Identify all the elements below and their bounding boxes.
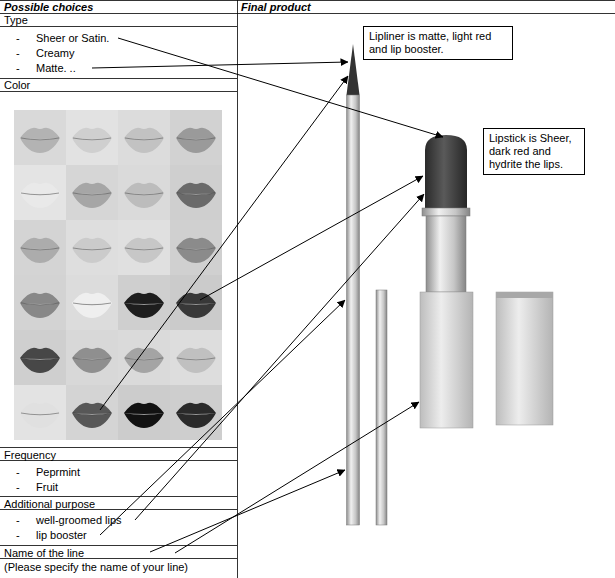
callout-text: Lipliner is matte, light red and lip boo… [369, 30, 507, 56]
choice-item: Fruit [36, 481, 58, 493]
lipstick-illustration [420, 135, 553, 428]
leader-arrow [175, 402, 419, 553]
leader-arrow [150, 470, 345, 552]
callout-box: Lipstick is Sheer, dark red and hydrite … [483, 128, 585, 175]
leader-arrow [100, 300, 345, 535]
list-bullet: - [16, 466, 20, 478]
list-bullet: - [16, 47, 20, 59]
row-label: Frequency [4, 449, 56, 461]
choice-item: Sheer or Satin. [36, 32, 109, 44]
choice-item: lip booster [36, 529, 87, 541]
list-bullet: - [16, 514, 20, 526]
choice-item: Matte. .. [36, 62, 76, 74]
callout-text: Lipstick is Sheer, dark red and hydrite … [489, 132, 579, 171]
leader-arrow [135, 194, 424, 520]
callout-box: Lipliner is matte, light red and lip boo… [363, 26, 513, 60]
leader-arrows [92, 38, 443, 553]
row-label: Additional purpose [4, 498, 95, 510]
row-label: Type [4, 14, 28, 26]
table-header: Final product [241, 1, 311, 13]
list-bullet: - [16, 62, 20, 74]
choice-item: well-groomed lips [36, 514, 122, 526]
row-label: Color [4, 79, 30, 91]
list-bullet: - [16, 32, 20, 44]
list-bullet: - [16, 529, 20, 541]
instruction-note: (Please specify the name of your line) [4, 561, 188, 573]
leader-arrow [200, 176, 423, 300]
table-header: Possible choices [4, 1, 93, 13]
list-bullet: - [16, 481, 20, 493]
leader-arrow [92, 62, 348, 68]
choice-item: Peprmint [36, 466, 80, 478]
lipliner-illustration [347, 44, 388, 525]
choice-item: Creamy [36, 47, 75, 59]
leader-arrow [100, 76, 348, 410]
row-label: Name of the line [4, 547, 84, 559]
lip-color-grid [14, 110, 222, 440]
